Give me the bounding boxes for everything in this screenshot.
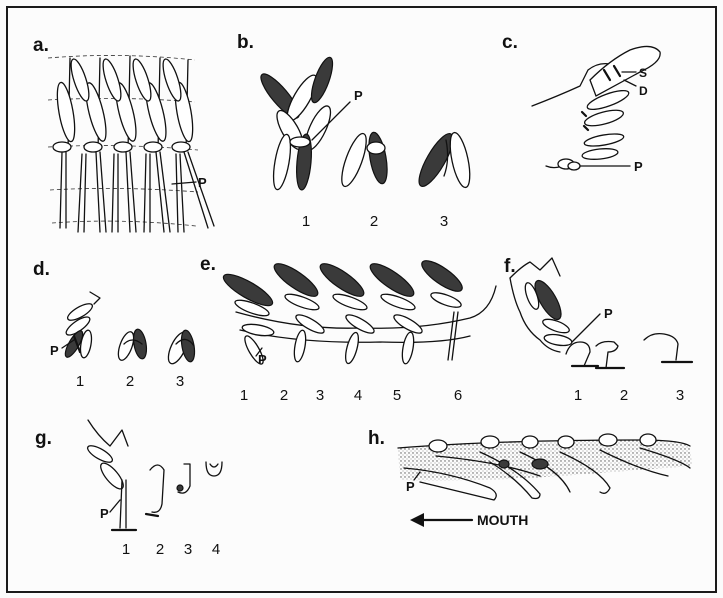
panel-b-number: 1 xyxy=(302,213,310,230)
panel-b-number: 3 xyxy=(440,213,448,230)
panel-f: f. P 1 2 3 xyxy=(504,256,692,404)
panel-h-direction-label: MOUTH xyxy=(477,512,528,528)
panel-f-number: 3 xyxy=(676,387,684,404)
panel-c-d-label: D xyxy=(639,84,648,98)
panel-c-pointer-label: P xyxy=(634,159,643,174)
panel-d-number: 1 xyxy=(76,373,84,390)
panel-b-pointer-label: P xyxy=(354,88,363,103)
panel-f-number: 2 xyxy=(620,387,628,404)
panel-h: h. xyxy=(368,428,692,528)
panel-g-number: 3 xyxy=(184,541,192,558)
panel-c-label: c. xyxy=(502,32,518,53)
panel-b-label: b. xyxy=(237,32,254,53)
panel-e-number: 1 xyxy=(240,387,248,404)
panel-f-number: 1 xyxy=(574,387,582,404)
panel-a-label: a. xyxy=(33,35,49,56)
panel-a: a. xyxy=(33,35,214,232)
panel-e-number: 5 xyxy=(393,387,401,404)
panel-e-number: 3 xyxy=(316,387,324,404)
panel-e-number: 2 xyxy=(280,387,288,404)
panel-e: e. xyxy=(200,254,496,404)
panel-e-number: 6 xyxy=(454,387,462,404)
panel-c-s-label: S xyxy=(639,66,647,80)
panel-b-number: 2 xyxy=(370,213,378,230)
panel-a-pointer-label: P xyxy=(198,175,207,190)
panel-g: g. P 1 2 3 4 xyxy=(35,420,222,558)
panel-d: d. P 1 2 3 xyxy=(33,259,197,390)
panel-d-number: 2 xyxy=(126,373,134,390)
panel-b: b. xyxy=(237,32,474,230)
panel-g-pointer-label: P xyxy=(100,506,109,521)
panel-f-pointer-label: P xyxy=(604,306,613,321)
panel-c: c. S D P xyxy=(502,32,660,174)
panel-h-pointer-label: P xyxy=(406,479,415,494)
panel-g-number: 2 xyxy=(156,541,164,558)
panel-g-number: 1 xyxy=(122,541,130,558)
panel-e-label: e. xyxy=(200,254,216,275)
panel-g-label: g. xyxy=(35,428,52,449)
panel-d-pointer-label: P xyxy=(50,343,59,358)
panel-g-number: 4 xyxy=(212,541,220,558)
panel-e-number: 4 xyxy=(354,387,362,404)
panel-h-label: h. xyxy=(368,428,385,449)
panel-d-number: 3 xyxy=(176,373,184,390)
panel-d-label: d. xyxy=(33,259,50,280)
panel-e-pointer-label: P xyxy=(258,352,267,367)
